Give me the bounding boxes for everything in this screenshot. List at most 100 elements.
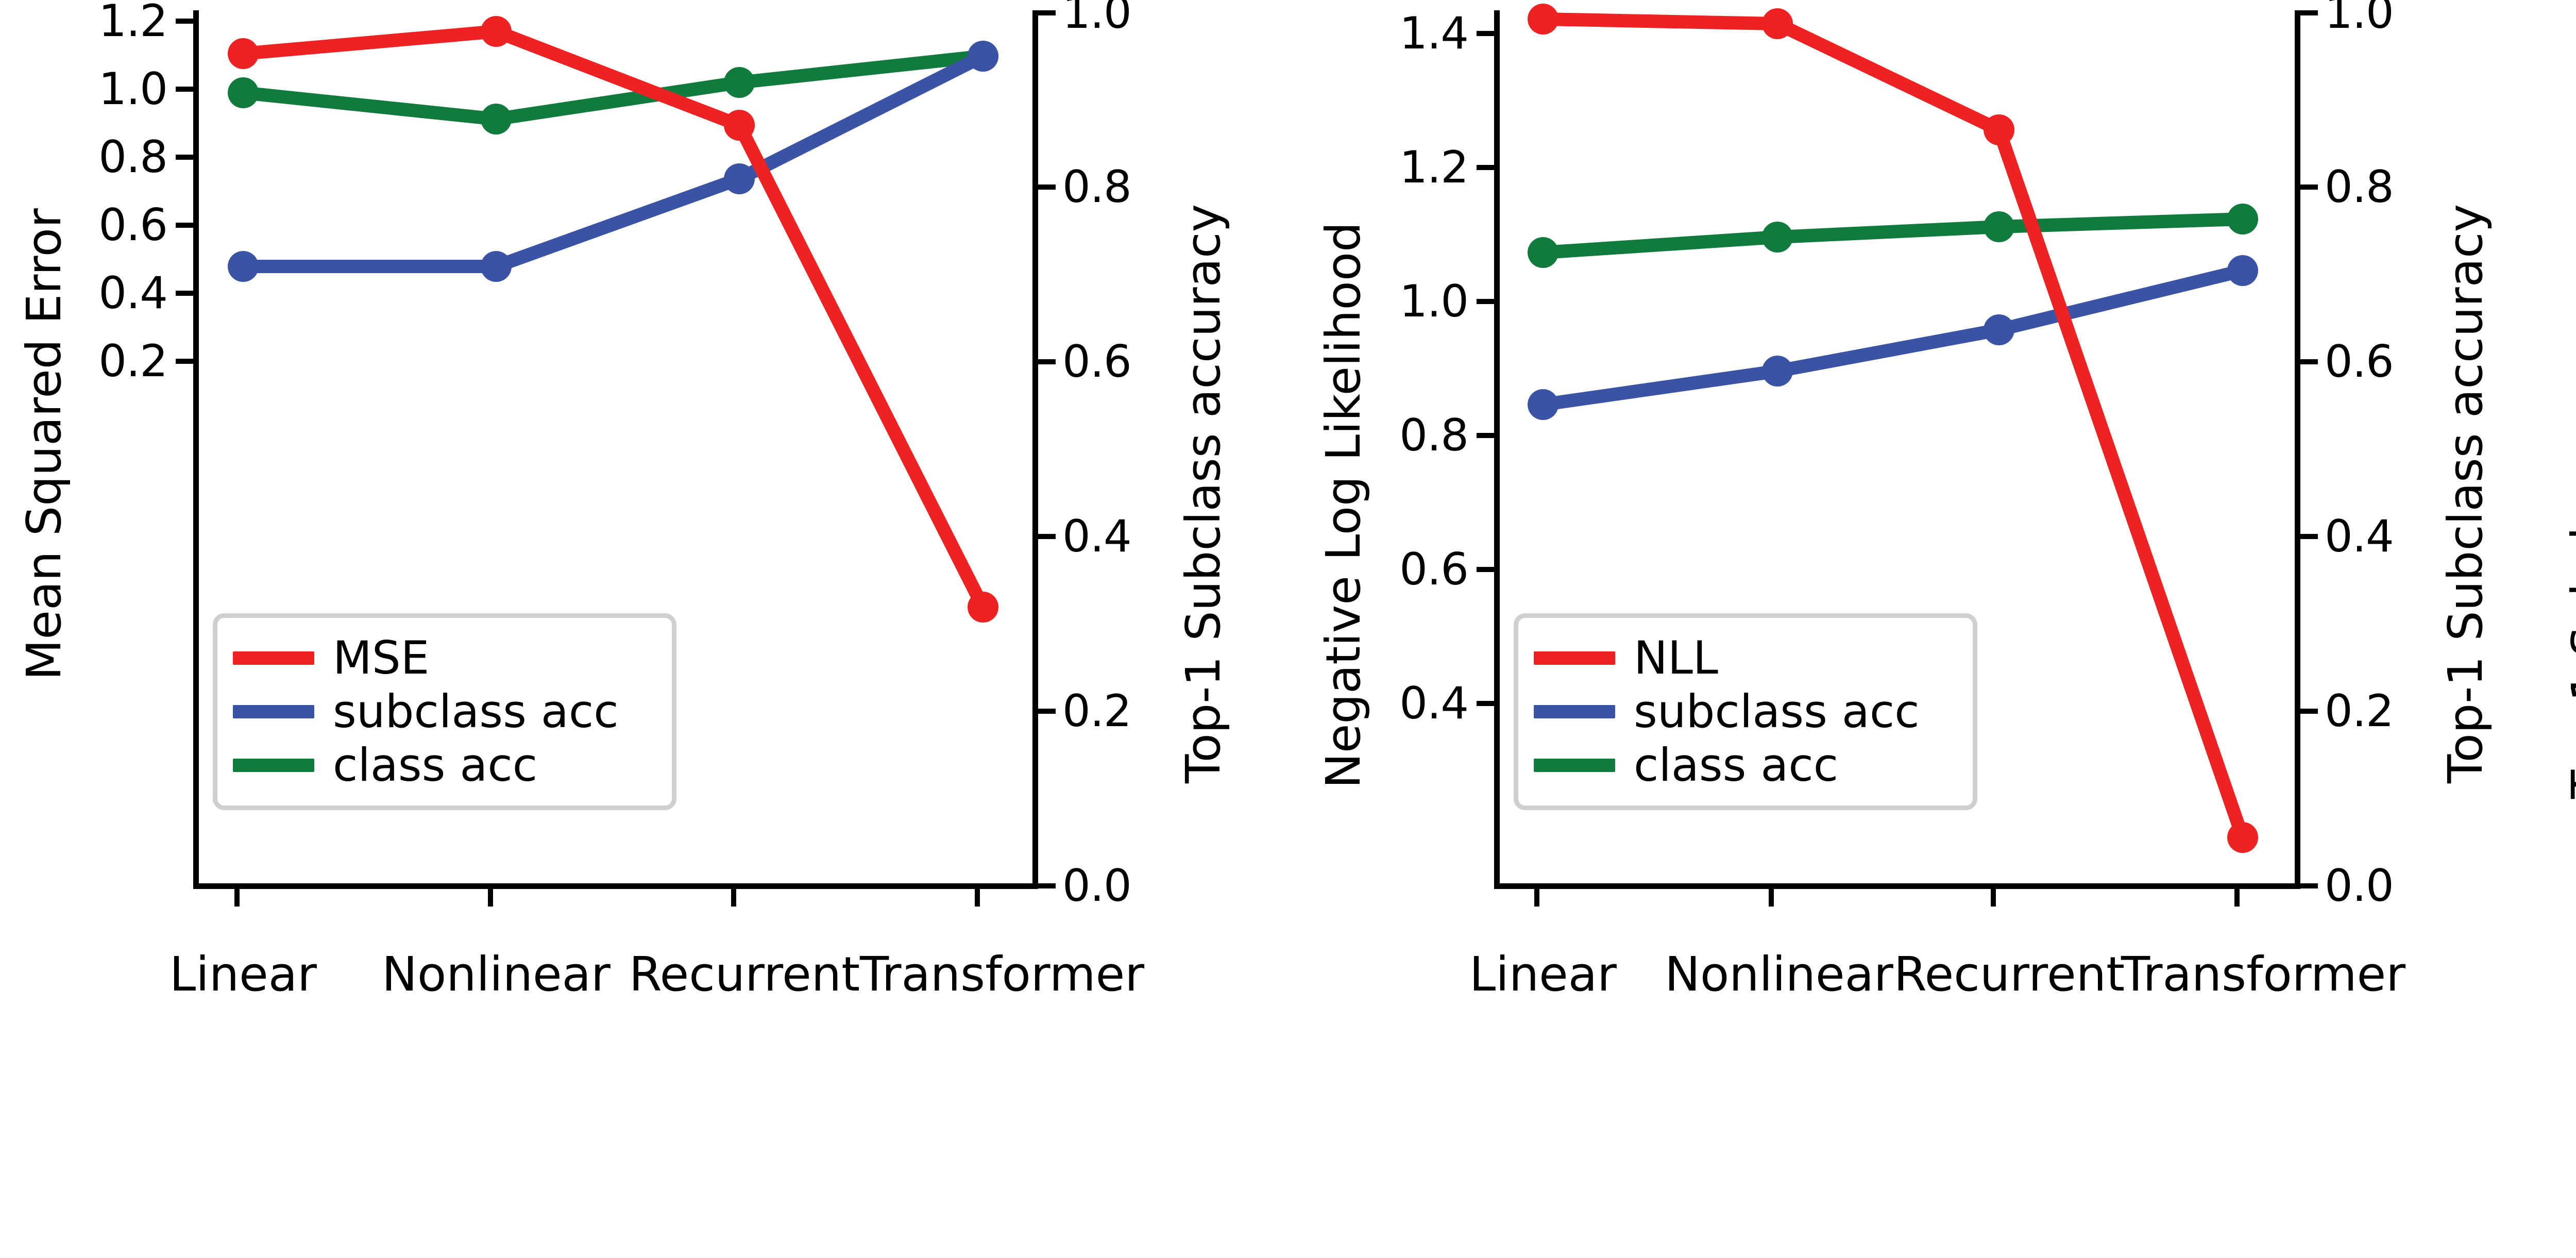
mse-y2ticklabel-0_2: 0.2 — [1062, 685, 1132, 737]
nll-y2tick-0_8 — [2300, 184, 2318, 190]
mse-legend-label-mse: MSE — [333, 631, 430, 684]
nll-legend-row-nll: NLL — [1534, 631, 1956, 685]
nll-yticklabel-1_0: 1.0 — [1399, 276, 1469, 327]
nll-y2ticklabel-1_0: 1.0 — [2325, 0, 2394, 39]
panel-nll: 1.4 1.2 1.0 0.8 0.6 0.4 1.0 0.8 0.6 0.4 … — [1262, 0, 2524, 1256]
nll-xlabel-recurrent: Recurrent — [1893, 947, 2125, 1002]
nll-xtick-transformer — [2234, 889, 2240, 907]
mse-ytick-1_0 — [176, 87, 193, 92]
nll-series-class-acc-line — [1536, 212, 2249, 259]
nll-legend-swatch-nll — [1534, 651, 1615, 665]
nll-legend-row-subclass: subclass acc — [1534, 685, 1956, 739]
mse-y2ticklabel-1_0: 1.0 — [1062, 0, 1132, 39]
nll-y2tick-0_4 — [2300, 534, 2318, 539]
nll-ylabel: Negative Log Likelihood — [1316, 222, 1371, 789]
mse-yticklabel-1_2: 1.2 — [98, 0, 168, 47]
nll-y2tick-0_6 — [2300, 359, 2318, 364]
nll-yticklabel-0_4: 0.4 — [1399, 678, 1469, 729]
nll-y2ticklabel-0_0: 0.0 — [2325, 860, 2394, 912]
mse-y2tick-0_0 — [1038, 883, 1056, 888]
nll-legend-swatch-class — [1534, 759, 1615, 772]
nll-y2ticklabel-0_4: 0.4 — [2325, 511, 2394, 562]
nll-y2tick-0_2 — [2300, 709, 2318, 714]
panel-ablation: 1.0 0.8 0.6 0.4 0.2 0.0 Top-1 Subclass a… — [2524, 0, 2576, 1256]
mse-y2tick-0_6 — [1038, 359, 1056, 364]
mse-xlabel-linear: Linear — [170, 947, 317, 1002]
nll-xlabel-transformer: Transformer — [2121, 947, 2406, 1002]
nll-yticklabel-0_8: 0.8 — [1399, 410, 1469, 461]
mse-xtick-transformer — [975, 889, 980, 907]
mse-y2tick-0_2 — [1038, 709, 1056, 714]
nll-yticklabel-1_4: 1.4 — [1399, 8, 1469, 59]
mse-xlabel-nonlinear: Nonlinear — [382, 947, 611, 1002]
mse-y2tick-1_0 — [1038, 10, 1056, 15]
mse-ytick-1_2 — [176, 19, 193, 24]
mse-yticklabel-0_6: 0.6 — [98, 199, 168, 251]
nll-ytick-0_4 — [1477, 701, 1494, 706]
nll-ytick-0_6 — [1477, 567, 1494, 572]
mse-legend-swatch-mse — [233, 651, 314, 665]
nll-ytick-1_2 — [1477, 165, 1494, 170]
nll-ytick-0_8 — [1477, 433, 1494, 438]
nll-legend-label-subclass: subclass acc — [1634, 685, 1920, 738]
nll-yticklabel-1_2: 1.2 — [1399, 142, 1469, 193]
mse-series-mse-markers — [228, 16, 998, 623]
mse-y2ticklabel-0_6: 0.6 — [1062, 336, 1132, 388]
nll-left-spine — [1494, 10, 1500, 889]
mse-series-subclass-acc-markers — [228, 41, 998, 282]
mse-y2ticklabel-0_0: 0.0 — [1062, 860, 1132, 912]
mse-ytick-0_2 — [176, 359, 193, 364]
mse-legend-row-mse: MSE — [233, 631, 655, 685]
nll-xtick-linear — [1534, 889, 1539, 907]
nll-bottom-spine — [1494, 883, 2300, 889]
mse-xtick-linear — [234, 889, 240, 907]
mse-y2tick-0_8 — [1038, 184, 1056, 190]
nll-y2ticklabel-0_2: 0.2 — [2325, 685, 2394, 737]
ablation-ylabel: Top-1 Subclass accuracy — [2562, 219, 2576, 799]
mse-legend-swatch-subclass — [233, 705, 314, 718]
mse-legend-swatch-class — [233, 759, 314, 772]
mse-right-spine — [1032, 10, 1038, 889]
mse-y2label: Top-1 Subclass accuracy — [1176, 204, 1231, 783]
nll-legend: NLL subclass acc class acc — [1514, 613, 1977, 810]
nll-yticklabel-0_6: 0.6 — [1399, 544, 1469, 595]
mse-xlabel-transformer: Transformer — [859, 947, 1145, 1002]
nll-legend-label-class: class acc — [1634, 739, 1839, 792]
mse-yticklabel-0_8: 0.8 — [98, 131, 168, 183]
nll-legend-row-class: class acc — [1534, 739, 1956, 792]
mse-y2ticklabel-0_4: 0.4 — [1062, 511, 1132, 562]
mse-ytick-0_6 — [176, 223, 193, 228]
nll-ytick-1_0 — [1477, 299, 1494, 304]
nll-y2tick-1_0 — [2300, 10, 2318, 15]
mse-series-mse-line — [236, 25, 990, 614]
mse-yticklabel-1_0: 1.0 — [98, 63, 168, 115]
nll-ytick-1_4 — [1477, 31, 1494, 36]
nll-legend-swatch-subclass — [1534, 705, 1615, 718]
mse-legend-label-class: class acc — [333, 739, 538, 792]
nll-xlabel-linear: Linear — [1469, 947, 1617, 1002]
nll-series-subclass-acc-markers — [1528, 255, 2258, 420]
mse-left-spine — [193, 10, 199, 889]
mse-legend-label-subclass: subclass acc — [333, 685, 619, 738]
mse-ylabel: Mean Squared Error — [16, 208, 72, 680]
nll-series-subclass-acc-line — [1536, 264, 2249, 411]
mse-legend-row-class: class acc — [233, 739, 655, 792]
panel-mse: 1.2 1.0 0.8 0.6 0.4 0.2 1.0 0.8 0.6 0.4 … — [0, 0, 1262, 1256]
nll-y2label: Top-1 Subclass accuracy — [2438, 204, 2493, 783]
mse-legend: MSE subclass acc class acc — [213, 613, 676, 810]
mse-ytick-0_4 — [176, 291, 193, 296]
nll-y2ticklabel-0_6: 0.6 — [2325, 336, 2394, 388]
mse-series-class-acc-line — [236, 49, 990, 126]
mse-yticklabel-0_4: 0.4 — [98, 267, 168, 319]
mse-yticklabel-0_2: 0.2 — [98, 336, 168, 387]
nll-xlabel-nonlinear: Nonlinear — [1665, 947, 1893, 1002]
mse-xlabel-recurrent: Recurrent — [629, 947, 860, 1002]
mse-y2tick-0_4 — [1038, 534, 1056, 539]
nll-legend-label-nll: NLL — [1634, 631, 1718, 684]
nll-right-spine — [2295, 10, 2300, 889]
mse-series-class-acc-markers — [228, 41, 998, 135]
mse-series-subclass-acc-line — [236, 49, 990, 273]
nll-y2ticklabel-0_8: 0.8 — [2325, 161, 2394, 213]
nll-series-class-acc-markers — [1528, 204, 2258, 268]
